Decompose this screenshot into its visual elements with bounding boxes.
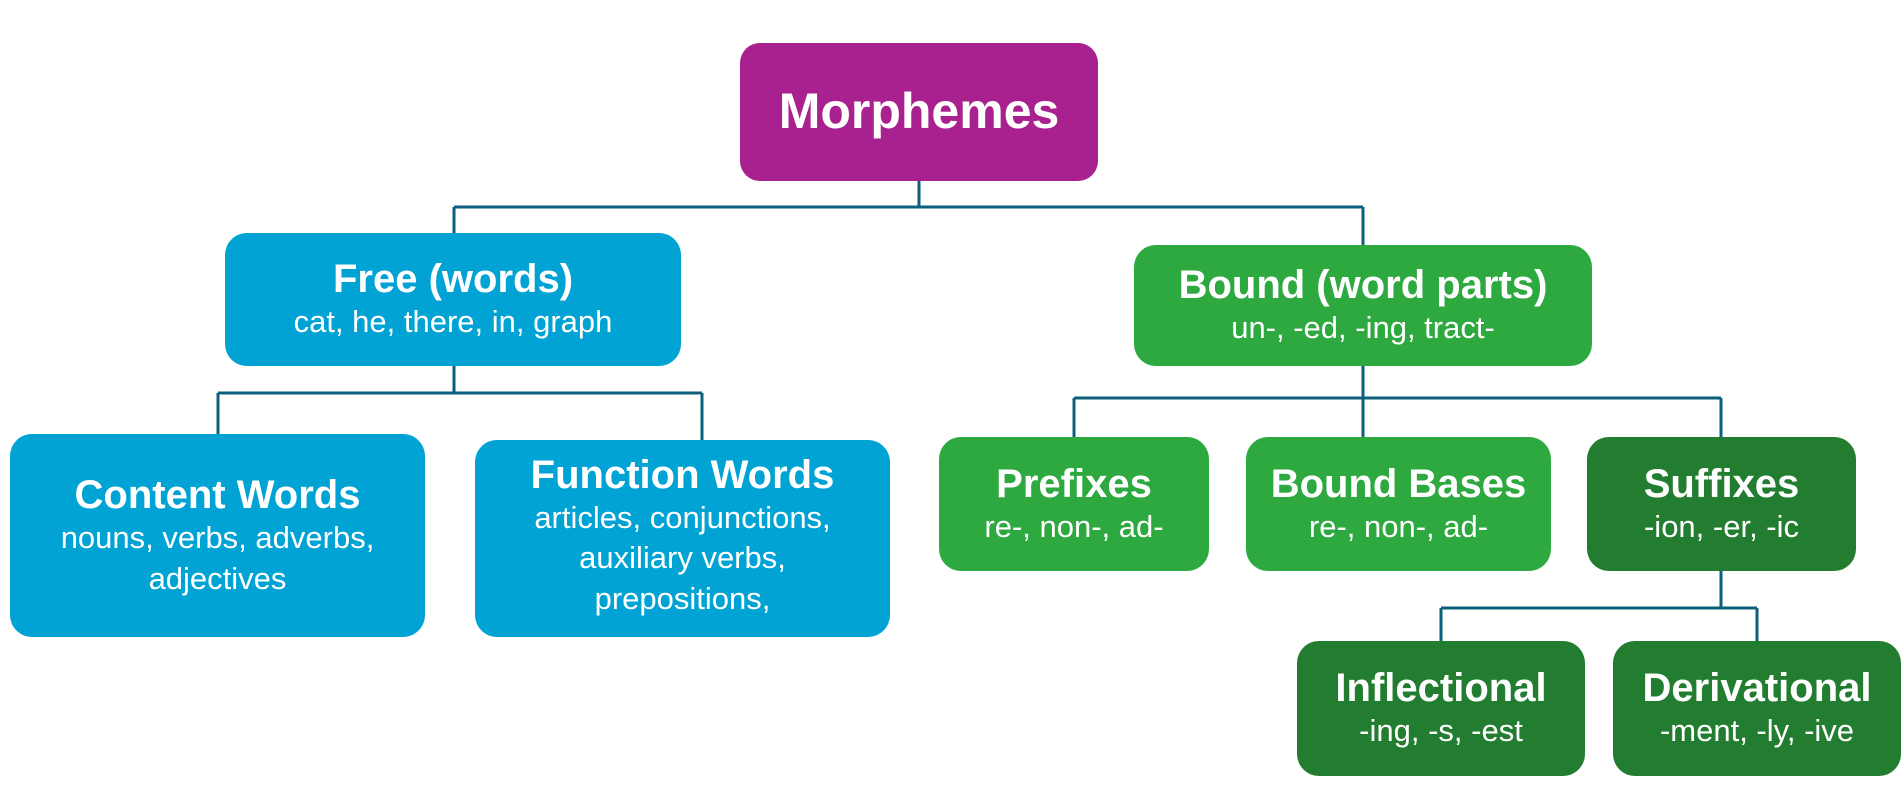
node-title: Inflectional	[1335, 666, 1547, 711]
node-bound-bases: Bound Bases re-, non-, ad-	[1246, 437, 1551, 571]
node-examples: articles, conjunctions, auxiliary verbs,…	[534, 500, 831, 616]
node-examples: un-, -ed, -ing, tract-	[1231, 310, 1495, 346]
node-title: Free (words)	[332, 257, 574, 302]
node-title: Morphemes	[778, 83, 1060, 140]
node-examples: cat, he, there, in, graph	[293, 304, 613, 340]
node-title: Content Words	[74, 473, 361, 518]
node-examples: nouns, verbs, adverbs, adjectives	[60, 520, 375, 596]
node-examples: re-, non-, ad-	[984, 508, 1164, 544]
node-bound: Bound (word parts) un-, -ed, -ing, tract…	[1134, 245, 1592, 366]
node-title: Bound Bases	[1270, 461, 1527, 506]
connector-morphemes	[452, 181, 1365, 245]
node-prefixes: Prefixes re-, non-, ad-	[939, 437, 1209, 571]
node-examples: -ment, -ly, -ive	[1659, 713, 1855, 749]
node-morphemes: Morphemes	[740, 43, 1098, 181]
connector-bound	[1072, 366, 1723, 437]
node-content-words: Content Words nouns, verbs, adverbs, adj…	[10, 434, 425, 637]
node-suffixes: Suffixes -ion, -er, -ic	[1587, 437, 1856, 571]
node-title: Prefixes	[996, 461, 1152, 506]
node-derivational: Derivational -ment, -ly, -ive	[1613, 641, 1901, 776]
node-title: Bound (word parts)	[1178, 263, 1548, 308]
node-function-words: Function Words articles, conjunctions, a…	[475, 440, 890, 637]
node-title: Function Words	[530, 453, 835, 498]
node-examples: -ion, -er, -ic	[1643, 508, 1800, 544]
node-title: Derivational	[1642, 666, 1872, 711]
node-free: Free (words) cat, he, there, in, graph	[225, 233, 681, 366]
node-examples: re-, non-, ad-	[1308, 508, 1489, 544]
connector-free	[216, 366, 704, 440]
node-examples: -ing, -s, -est	[1359, 713, 1523, 749]
connector-suffixes	[1439, 571, 1759, 641]
node-inflectional: Inflectional -ing, -s, -est	[1297, 641, 1585, 776]
node-title: Suffixes	[1643, 461, 1800, 506]
